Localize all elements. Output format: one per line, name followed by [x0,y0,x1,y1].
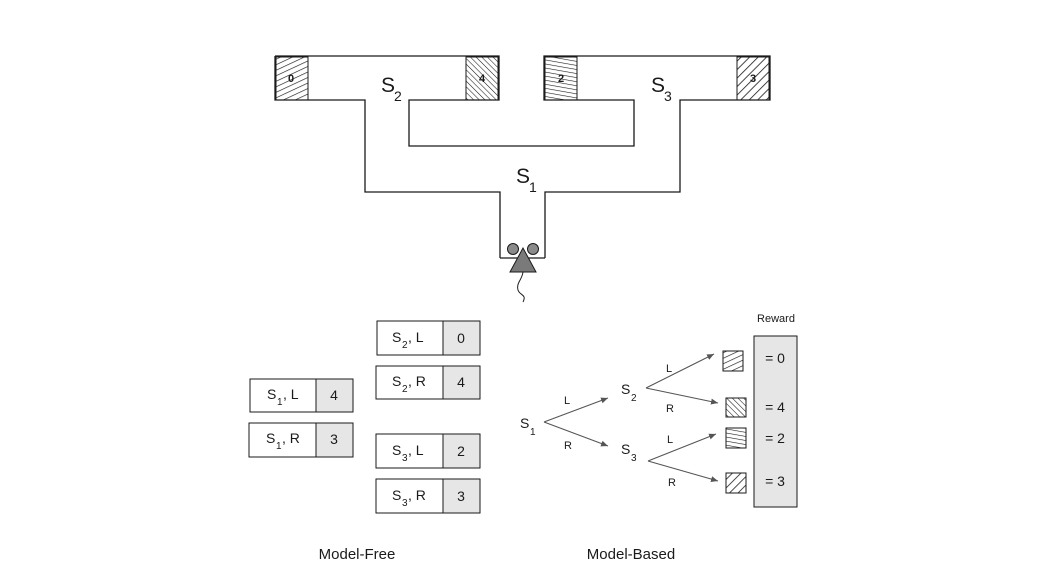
maze-reward-patch-2: 2 [544,56,578,101]
edge-label: L [666,363,672,375]
maze-reward-patch-3: 3 [736,56,770,101]
svg-text:2: 2 [631,393,637,404]
q-value: 3 [330,431,338,447]
maze-reward-patch-0: 0 [275,56,309,101]
svg-text:, L: , L [408,329,424,345]
svg-text:1: 1 [529,179,537,195]
tree-node-s1: S 1 [520,415,536,438]
maze-reward-patch-4: 4 [465,56,499,101]
maze-state-s1: S 1 [516,165,537,195]
tree-edge [647,433,717,462]
svg-text:S: S [621,441,630,457]
edge-label: R [666,403,674,415]
svg-text:, R: , R [408,487,426,503]
terminal-reward-patch [725,397,747,418]
reward-value: = 3 [765,473,785,489]
svg-text:1: 1 [530,427,536,438]
terminal-reward-patch [722,350,744,372]
q-entry-s2-l [376,320,481,356]
svg-text:1: 1 [276,441,282,452]
model-free-table [248,320,481,514]
svg-text:3: 3 [631,453,637,464]
maze-reward-label: 0 [288,73,294,85]
svg-text:3: 3 [402,453,408,464]
svg-text:S: S [381,74,395,97]
mouse-icon [507,243,539,303]
maze-state-s3: S 3 [651,74,672,104]
svg-text:3: 3 [664,88,672,104]
q-value: 3 [457,488,465,504]
q-state-label: S [392,442,401,458]
q-state-label: S [266,430,275,446]
q-value: 4 [457,374,465,390]
q-state-label: S [392,373,401,389]
reward-value: = 2 [765,430,785,446]
tree-edge [647,460,719,482]
edge-label: R [564,440,572,452]
q-state-label: S [392,487,401,503]
svg-text:, R: , R [408,373,426,389]
q-value: 4 [330,387,338,403]
q-entry-s3-l [375,433,481,469]
svg-text:, L: , L [283,386,299,402]
q-entry-s1-l [249,378,354,413]
reward-value: = 4 [765,399,785,415]
tree-edge [543,397,609,423]
svg-text:2: 2 [402,384,408,395]
svg-text:2: 2 [402,340,408,351]
model-free-labels: S 1 , L 4 S 1 , R 3 S 2 , L 0 S 2 , R 4 … [266,329,465,509]
q-state-label: S [267,386,276,402]
q-value: 0 [457,330,465,346]
svg-text:S: S [621,381,630,397]
maze-state-s2: S 2 [381,74,402,104]
tree-edge [645,353,715,389]
svg-text:1: 1 [277,397,283,408]
edge-label: R [668,477,676,489]
svg-text:S: S [516,165,530,188]
q-entry-s3-r [375,478,481,514]
reward-header: Reward [757,313,795,325]
terminal-reward-patch [725,472,747,494]
model-based-caption: Model-Based [587,546,675,563]
model-based-tree: S 1 S 2 S 3 L R L R L R [520,313,798,508]
maze-reward-label: 3 [750,73,756,85]
svg-text:2: 2 [394,88,402,104]
svg-text:, R: , R [282,430,300,446]
tree-node-s2: S 2 [621,381,637,404]
model-free-caption: Model-Free [319,546,396,563]
tree-node-s3: S 3 [621,441,637,464]
maze-reward-label: 4 [479,73,486,85]
reward-column [753,335,798,508]
svg-text:S: S [651,74,665,97]
svg-text:S: S [520,415,529,431]
edge-label: L [564,395,570,407]
terminal-reward-patch [725,427,747,449]
q-value: 2 [457,443,465,459]
q-entry-s1-r [248,422,354,458]
maze-walls [274,55,771,259]
edge-label: L [667,434,673,446]
reward-value: = 0 [765,350,785,366]
maze-reward-label: 2 [558,73,564,85]
svg-text:, L: , L [408,442,424,458]
tree-edge [645,387,719,405]
tree-edge [543,421,609,447]
q-entry-s2-r [375,365,481,400]
svg-text:3: 3 [402,498,408,509]
q-state-label: S [392,329,401,345]
